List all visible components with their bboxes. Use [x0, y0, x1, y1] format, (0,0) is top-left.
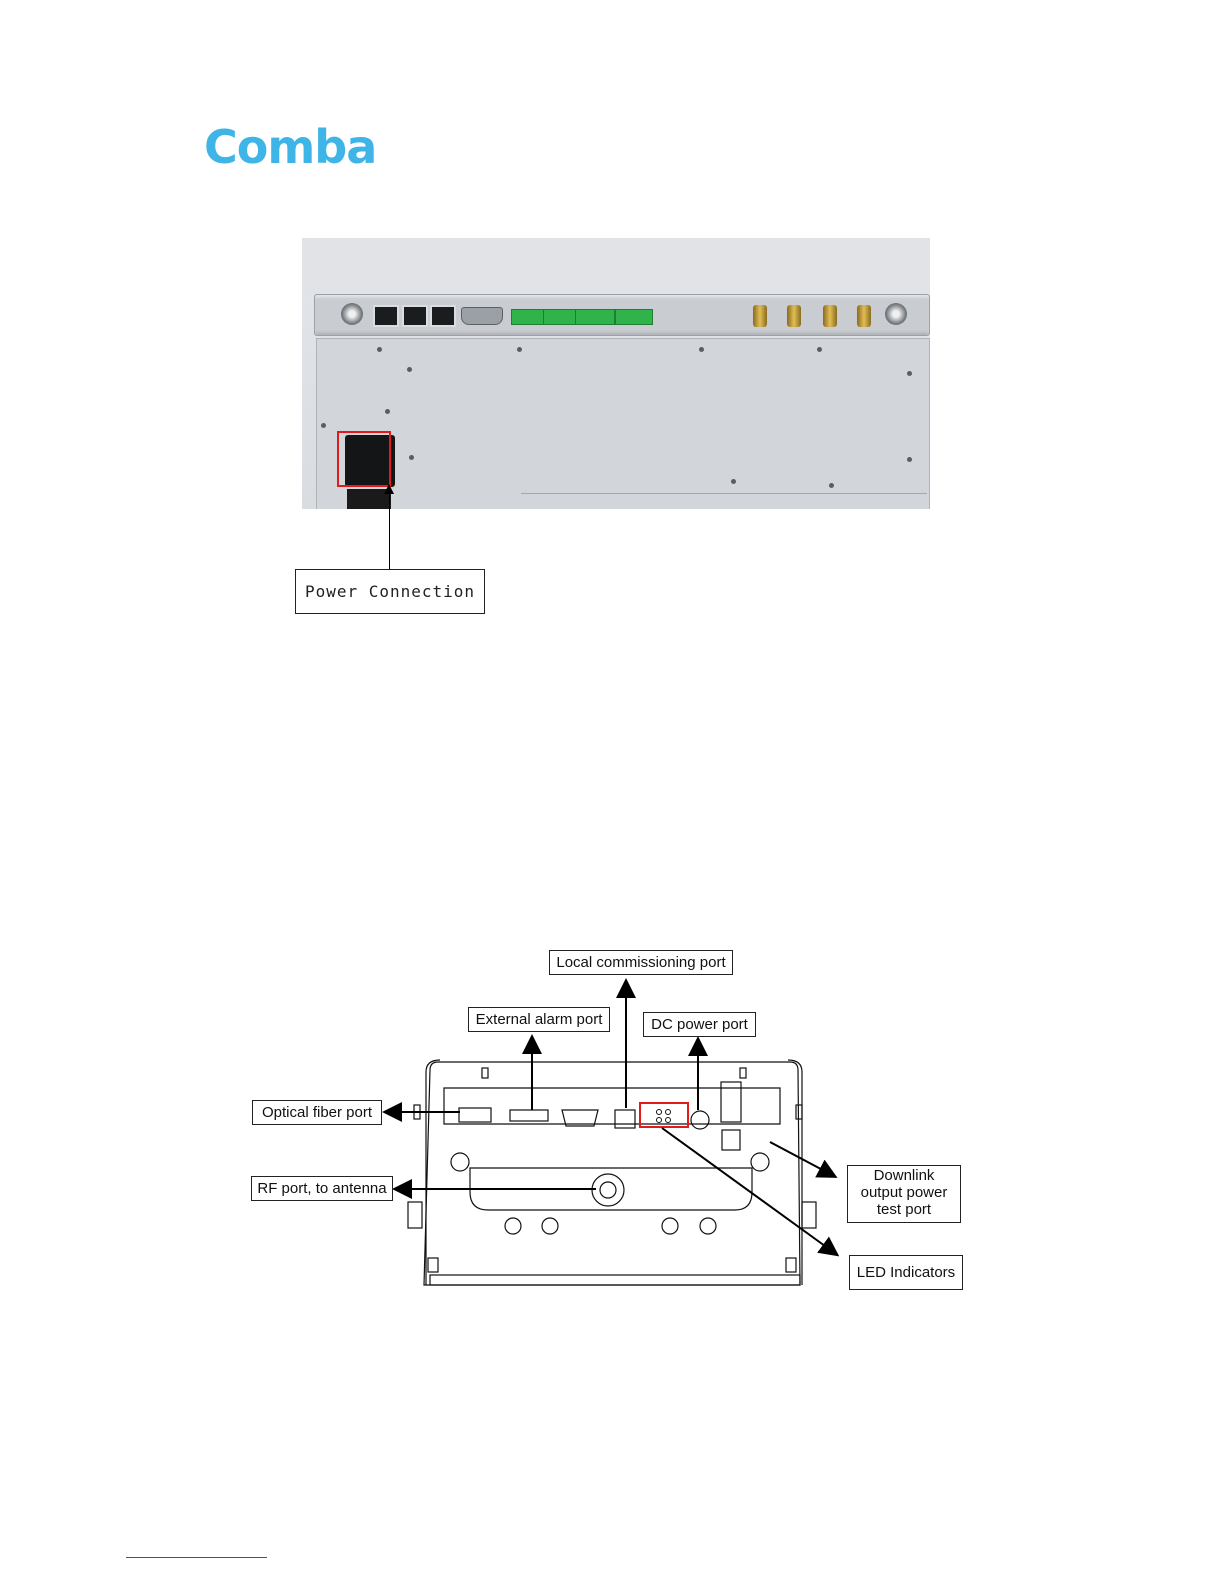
screw-icon [907, 371, 912, 376]
label-local-commissioning-port: Local commissioning port [549, 950, 733, 975]
rear-panel-photo [302, 238, 930, 509]
label-rf-port: RF port, to antenna [251, 1176, 393, 1201]
screw-icon [321, 423, 326, 428]
label-downlink-test-port: Downlink output power test port [847, 1165, 961, 1223]
arrow-up-icon [384, 484, 394, 494]
connector-rail [314, 294, 930, 336]
screw-icon [409, 455, 414, 460]
comba-logo: Comba [204, 120, 376, 174]
rj45-port-icon [430, 305, 456, 327]
screw-icon [817, 347, 822, 352]
screw-icon [407, 367, 412, 372]
screw-icon [517, 347, 522, 352]
power-connection-highlight [337, 431, 391, 487]
terminal-block-icon [511, 309, 547, 325]
n-connector-icon [885, 303, 907, 325]
power-connection-callout: Power Connection [295, 569, 485, 614]
screw-icon [699, 347, 704, 352]
screw-icon [731, 479, 736, 484]
screw-icon [829, 483, 834, 488]
sma-connector-icon [823, 305, 837, 327]
sma-connector-icon [753, 305, 767, 327]
label-optical-fiber-port: Optical fiber port [252, 1100, 382, 1125]
photo-background [302, 238, 930, 294]
sma-connector-icon [787, 305, 801, 327]
label-external-alarm-port: External alarm port [468, 1007, 610, 1032]
terminal-block-icon [615, 309, 653, 325]
terminal-block-icon [575, 309, 615, 325]
label-downlink-line-3: test port [852, 1201, 956, 1218]
footer-link-underline [126, 1557, 267, 1558]
terminal-block-icon [543, 309, 579, 325]
screw-icon [385, 409, 390, 414]
n-connector-icon [341, 303, 363, 325]
back-plate [316, 338, 930, 509]
rj45-port-icon [402, 305, 428, 327]
db9-port-icon [461, 307, 503, 325]
label-downlink-line-2: output power [852, 1184, 956, 1201]
rj45-port-icon [373, 305, 399, 327]
screw-icon [377, 347, 382, 352]
label-downlink-line-1: Downlink [852, 1167, 956, 1184]
sma-connector-icon [857, 305, 871, 327]
label-dc-power-port: DC power port [643, 1012, 756, 1037]
screw-icon [907, 457, 912, 462]
callout-line [389, 490, 390, 570]
label-led-indicators: LED Indicators [849, 1255, 963, 1290]
lower-panel-seam [521, 493, 927, 509]
